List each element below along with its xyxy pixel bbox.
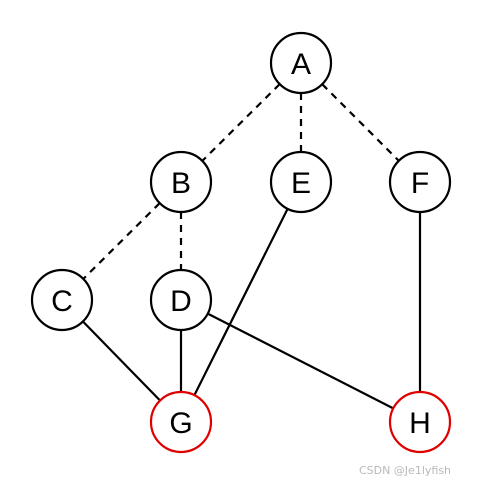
node-a: A [269,31,333,95]
node-layer: A B E F C D G H [30,31,452,454]
edge-b-c [82,202,161,280]
node-f: F [388,150,452,214]
node-circle [269,150,333,214]
node-label: B [171,167,191,200]
node-label: F [411,167,429,200]
node-label: A [291,48,311,81]
node-circle [149,150,213,214]
node-e: E [269,150,333,214]
node-h: H [388,390,452,454]
edge-a-f [321,83,400,162]
node-g: G [149,390,213,454]
node-label: G [169,407,192,440]
node-circle [388,150,452,214]
node-circle [269,31,333,95]
watermark: CSDN @Je1lyfish [359,464,451,477]
edge-c-g [82,320,161,402]
edge-d-h [207,312,394,410]
node-circle [149,390,213,454]
node-d: D [149,268,213,332]
node-b: B [149,150,213,214]
node-circle [30,268,94,332]
node-label: H [409,407,431,440]
node-label: E [291,167,311,200]
node-label: C [51,285,73,318]
node-circle [388,390,452,454]
node-c: C [30,268,94,332]
edge-a-b [201,83,281,162]
node-label: D [170,285,192,318]
node-circle [149,268,213,332]
edge-layer [82,83,422,410]
edge-e-g [193,208,289,396]
